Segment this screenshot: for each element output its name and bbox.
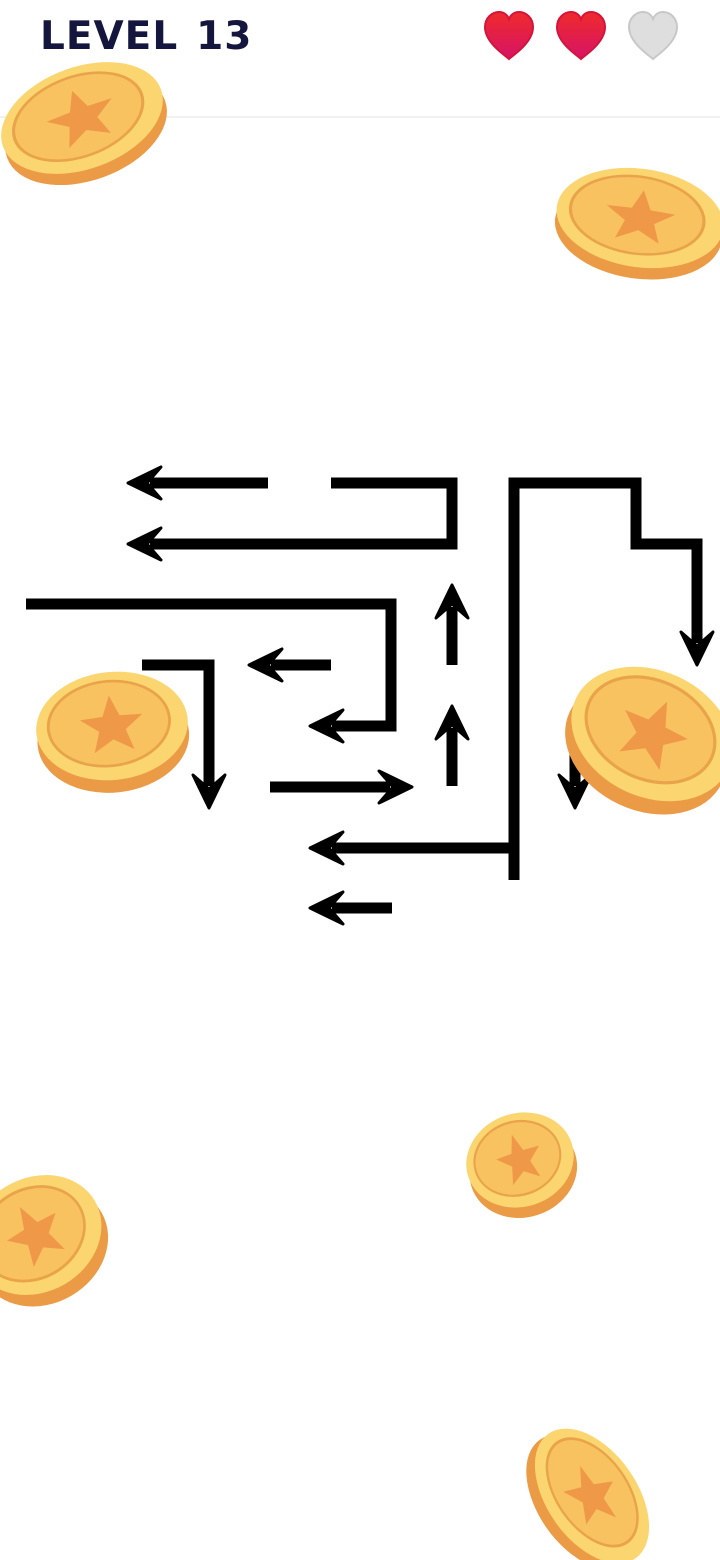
- coin-icon: [546, 156, 720, 292]
- arrow-head-icon: [126, 526, 163, 562]
- arrow-8-up[interactable]: [434, 704, 470, 786]
- top-bar: LEVEL 13: [0, 0, 720, 116]
- coin-icon: [541, 639, 720, 842]
- level-number: 13: [196, 14, 253, 59]
- heart-icon: [483, 10, 535, 61]
- level-word: LEVEL: [40, 14, 179, 59]
- coin-icon: [501, 1406, 674, 1560]
- arrow-1-left[interactable]: [126, 465, 268, 501]
- arrow-11-left[interactable]: [308, 830, 514, 866]
- arrow-head-icon: [308, 708, 345, 744]
- arrow-head-icon: [308, 830, 345, 866]
- arrow-head-icon: [377, 769, 414, 805]
- coin-icon: [0, 1150, 132, 1332]
- arrow-9-right[interactable]: [270, 769, 414, 805]
- arrow-head-icon: [434, 583, 470, 620]
- arrow-head-icon: [191, 773, 227, 810]
- header-divider: [0, 116, 720, 118]
- arrow-7-up[interactable]: [434, 583, 470, 665]
- arrow-12-left[interactable]: [308, 890, 392, 926]
- arrow-head-icon: [557, 773, 593, 810]
- arrow-2-left[interactable]: [126, 477, 458, 562]
- arrow-head-icon: [679, 630, 715, 667]
- heart-icon: [555, 10, 607, 61]
- coin-icon: [452, 1097, 591, 1233]
- arrow-5-down[interactable]: [142, 659, 227, 810]
- arrow-head-icon: [308, 890, 345, 926]
- arrow-head-icon: [434, 704, 470, 741]
- lives-display: [482, 10, 680, 62]
- coin-icon: [0, 39, 184, 208]
- arrow-6-left[interactable]: [247, 647, 331, 683]
- arrow-head-icon: [126, 465, 163, 501]
- level-indicator: LEVEL 13: [40, 14, 252, 59]
- heart-icon: [627, 10, 679, 61]
- arrow-3-down[interactable]: [508, 477, 715, 880]
- coin-icon: [29, 662, 196, 802]
- arrow-4-left[interactable]: [26, 598, 397, 744]
- arrow-head-icon: [247, 647, 284, 683]
